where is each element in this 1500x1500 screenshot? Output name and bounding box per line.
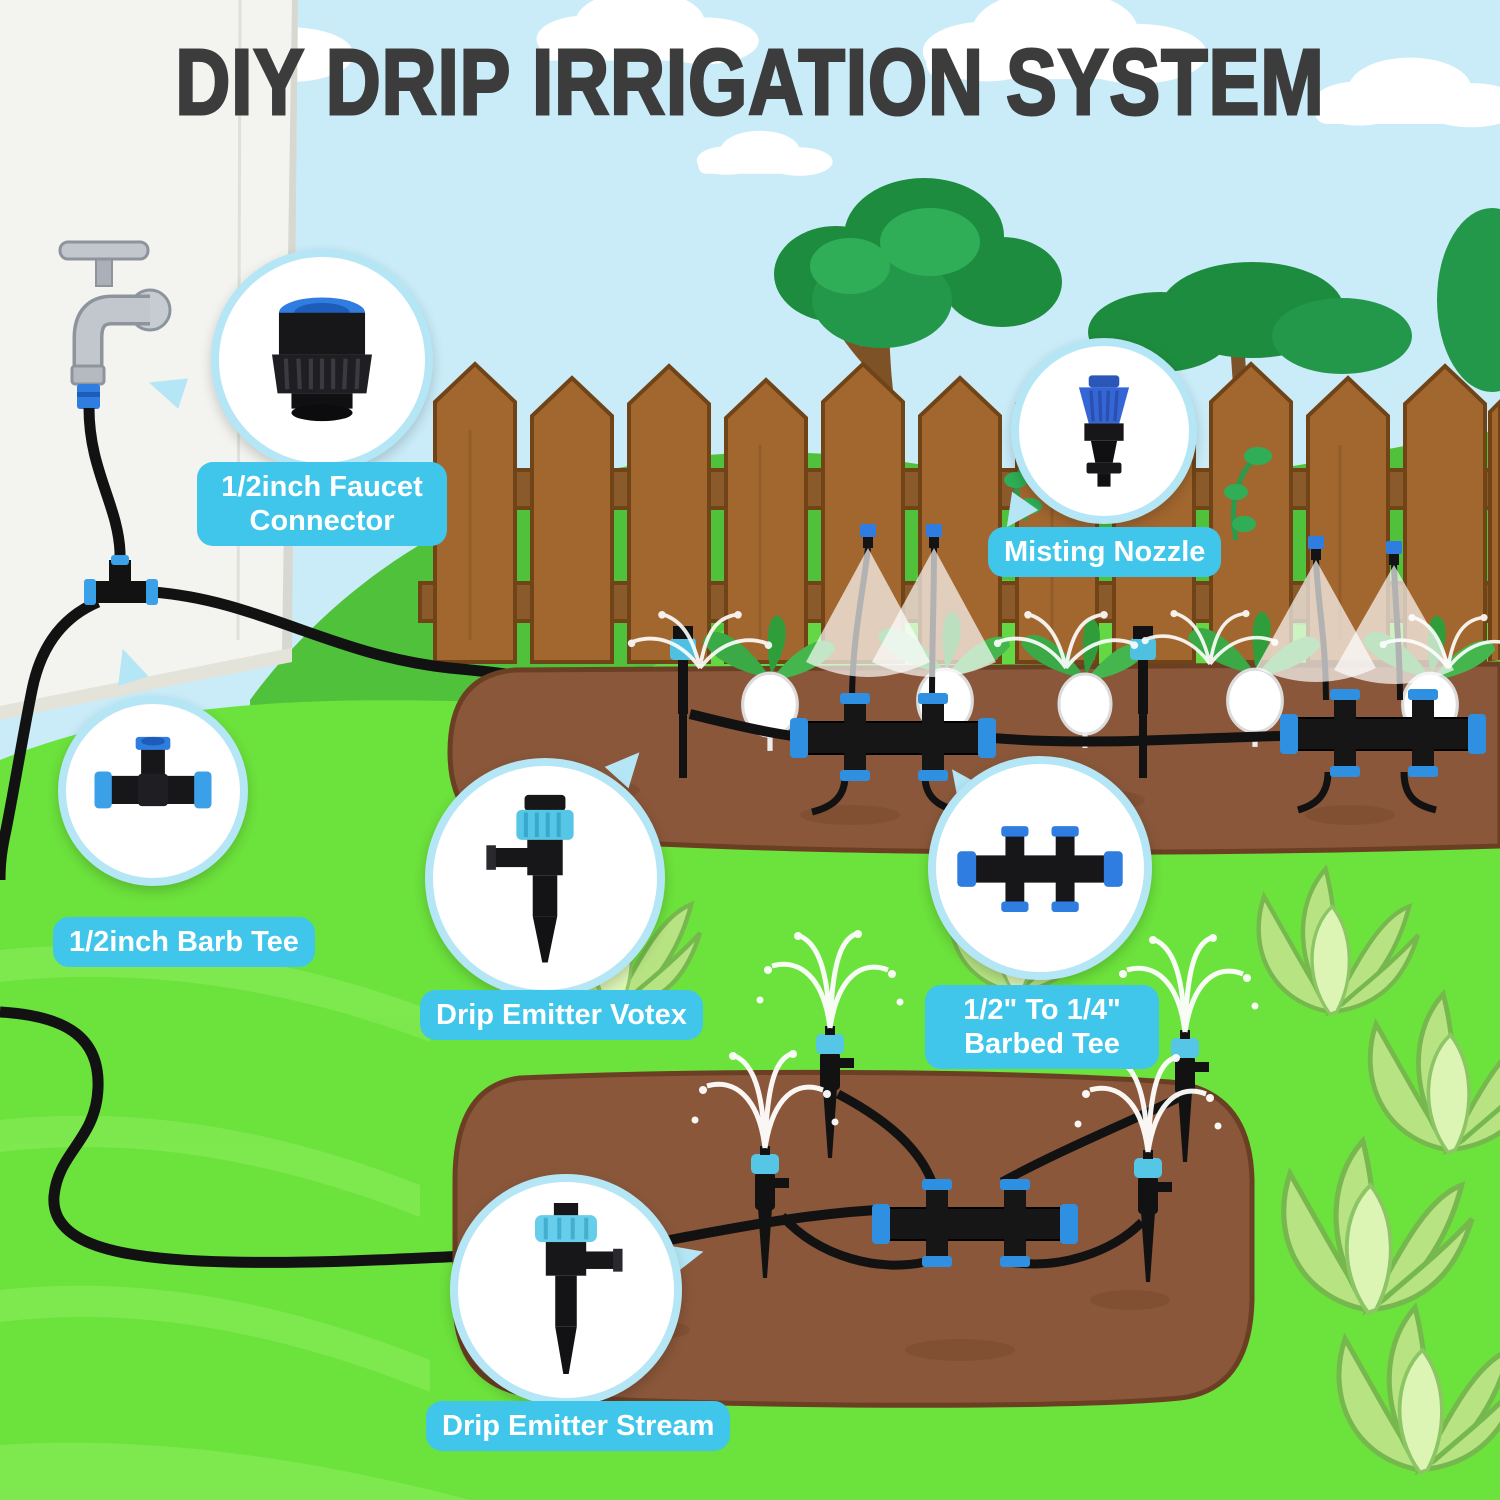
callout-faucet-connector	[211, 249, 433, 471]
tree-left	[774, 178, 1062, 474]
barbed-tee-icon	[957, 826, 1123, 912]
label-barbed-tee: 1/2" To 1/4" Barbed Tee	[925, 985, 1159, 1070]
label-drip-emitter-votex: Drip Emitter Votex	[420, 990, 703, 1041]
label-faucet-connector: 1/2inch Faucet Connector	[197, 462, 447, 547]
callout-misting-nozzle	[1011, 338, 1197, 524]
tree-right	[1088, 208, 1500, 475]
barb-tee-icon	[94, 736, 212, 809]
drip-emitter-votex-icon	[486, 794, 574, 963]
drip-emitter-stream-icon	[535, 1202, 623, 1374]
barb-tee-on-wall	[84, 555, 158, 605]
faucet-connector-icon	[272, 297, 372, 422]
callout-barbed-tee	[928, 756, 1152, 980]
callout-drip-emitter-stream	[450, 1174, 682, 1406]
upper-garden-bed	[447, 524, 1500, 855]
misting-nozzle-icon	[1078, 375, 1130, 487]
page-title: DIY DRIP IRRIGATION SYSTEM	[174, 30, 1325, 137]
label-misting-nozzle: Misting Nozzle	[988, 527, 1222, 578]
callout-barb-tee	[58, 696, 248, 886]
label-barb-tee: 1/2inch Barb Tee	[53, 917, 315, 968]
mist-spray	[806, 548, 1454, 684]
faucet	[58, 240, 172, 409]
label-drip-emitter-stream: Drip Emitter Stream	[426, 1401, 731, 1452]
callout-drip-emitter-votex	[425, 758, 665, 998]
lawn-stripes	[0, 945, 470, 1500]
